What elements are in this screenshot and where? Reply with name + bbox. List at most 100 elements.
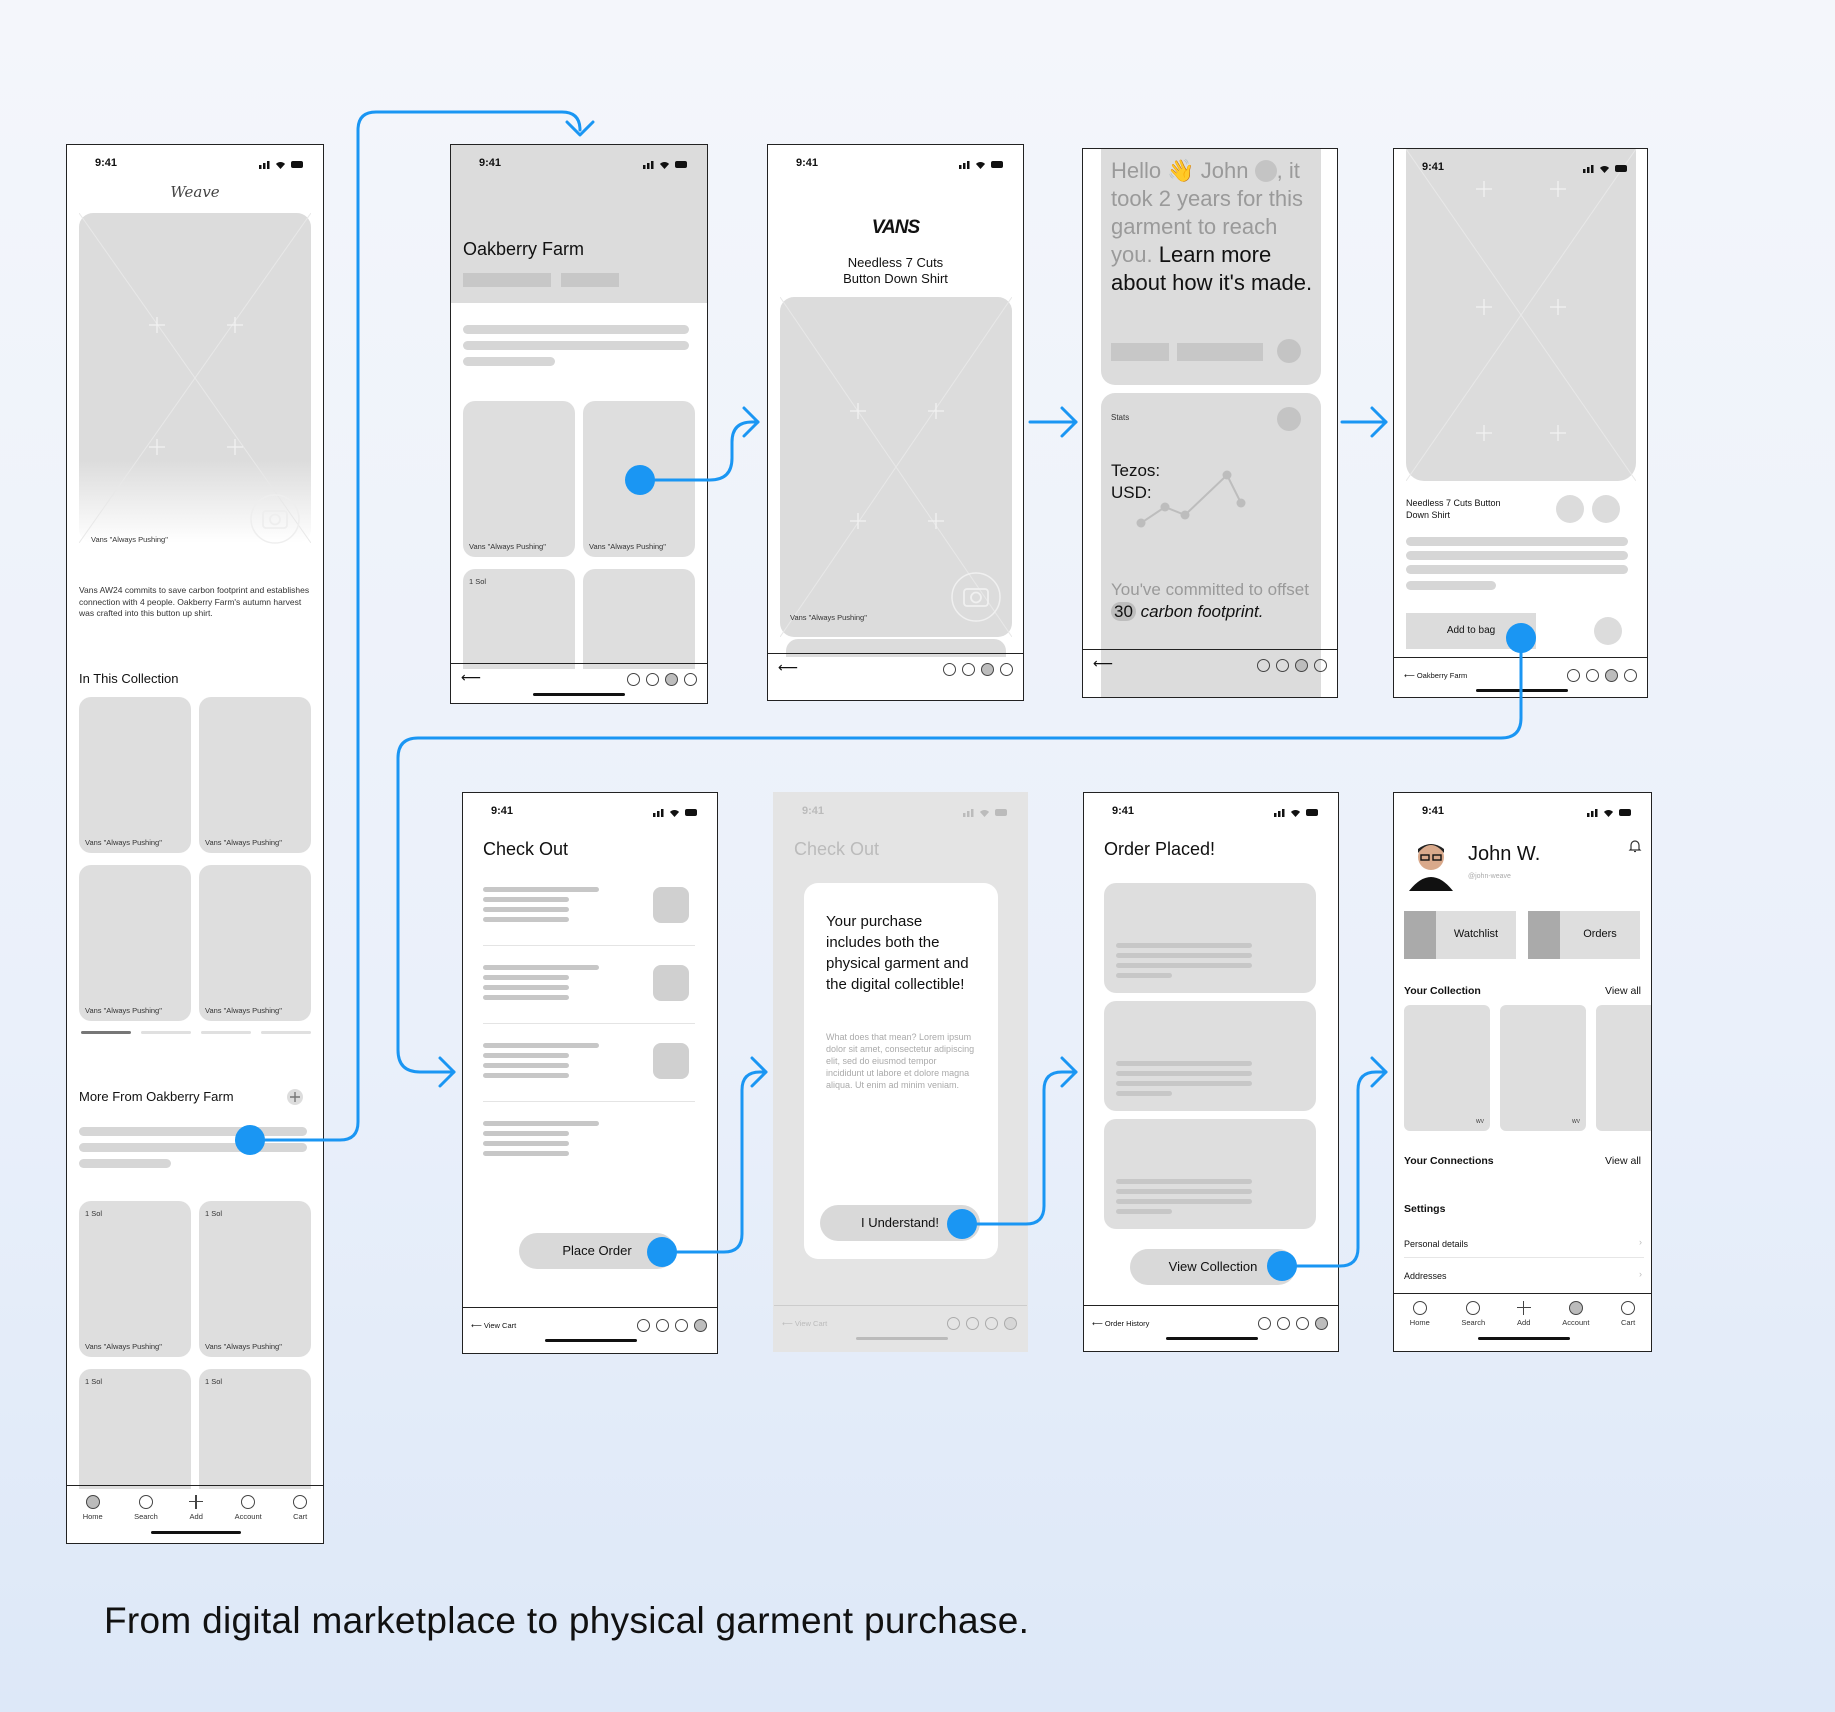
- view-all-collection-link[interactable]: View all: [1605, 985, 1641, 997]
- your-connections-heading: Your Connections: [1404, 1155, 1494, 1167]
- product-name: Needless 7 Cuts Button Down Shirt: [1406, 498, 1501, 520]
- collection-thumbnail[interactable]: [1596, 1005, 1651, 1131]
- tab-cart[interactable]: Cart: [1621, 1301, 1635, 1327]
- stats-label: Stats: [1111, 413, 1130, 422]
- add-to-bag-button[interactable]: Add to bag: [1406, 613, 1536, 649]
- back-arrow-icon[interactable]: ⟵: [1093, 655, 1114, 671]
- tab-account[interactable]: Account: [1562, 1301, 1589, 1327]
- product-card[interactable]: Vans "Always Pushing": [583, 401, 695, 557]
- view-all-connections-link[interactable]: View all: [1605, 1155, 1641, 1167]
- back-arrow-icon: ⟵: [1404, 671, 1417, 680]
- orders-swatch: [1528, 911, 1560, 959]
- tezos-label: Tezos:: [1111, 461, 1161, 480]
- image-placeholder-icon: [1406, 149, 1636, 481]
- product-image-placeholder[interactable]: [1406, 149, 1636, 481]
- step-indicator: [637, 1319, 707, 1332]
- product-title-line2: Button Down Shirt: [843, 271, 948, 286]
- back-link[interactable]: ⟵ View Cart: [782, 1319, 828, 1328]
- watchlist-button[interactable]: Watchlist: [1404, 911, 1516, 959]
- signal-wifi-battery-icon: [1274, 809, 1318, 817]
- collection-description: Vans AW24 commits to save carbon footpri…: [79, 585, 310, 618]
- action-circle[interactable]: [1277, 339, 1301, 363]
- cart-item-row[interactable]: [483, 1043, 695, 1102]
- settings-row-personal-details[interactable]: Personal details ›: [1404, 1233, 1644, 1258]
- hero-image-placeholder[interactable]: Vans "Always Pushing": [79, 213, 311, 545]
- step-indicator: [943, 663, 1013, 676]
- arrowhead-icon: [750, 1056, 768, 1088]
- price-line-chart: [1136, 470, 1246, 528]
- favorite-circle[interactable]: [1594, 617, 1622, 645]
- collection-card[interactable]: Vans "Always Pushing": [79, 697, 191, 853]
- collection-card[interactable]: Vans "Always Pushing": [199, 697, 311, 853]
- option-circle[interactable]: [1556, 495, 1584, 523]
- text-placeholder-line: [1406, 551, 1628, 560]
- search-icon: [138, 1495, 153, 1509]
- understand-button[interactable]: I Understand!: [820, 1205, 980, 1241]
- tab-account[interactable]: Account: [235, 1495, 262, 1521]
- collection-thumbnail[interactable]: WV: [1500, 1005, 1586, 1131]
- camera-icon[interactable]: [950, 571, 1002, 623]
- product-image-placeholder[interactable]: Vans "Always Pushing": [780, 297, 1012, 637]
- text-placeholder-line: [463, 341, 689, 350]
- screen-checkout-modal: 9:41 Check Out Your purchase includes bo…: [773, 792, 1028, 1352]
- step-indicator: [1258, 1317, 1328, 1330]
- tab-home[interactable]: Home: [83, 1495, 103, 1521]
- tab-cart[interactable]: Cart: [293, 1495, 307, 1521]
- cart-icon: [1621, 1301, 1636, 1315]
- product-card[interactable]: 1 Sol: [199, 1369, 311, 1489]
- order-card[interactable]: [1104, 1119, 1316, 1229]
- option-circle[interactable]: [1592, 495, 1620, 523]
- cart-item-row[interactable]: [483, 887, 695, 946]
- avatar-placeholder: [1254, 160, 1277, 182]
- plus-icon: [189, 1495, 204, 1509]
- back-link[interactable]: ⟵ Order History: [1092, 1319, 1150, 1328]
- back-link[interactable]: ⟵ Oakberry Farm: [1404, 671, 1468, 680]
- add-circle-icon[interactable]: [286, 1088, 304, 1106]
- stats-card: [1101, 393, 1321, 697]
- status-time: 9:41: [491, 805, 514, 817]
- status-bar: 9:41: [1394, 149, 1647, 185]
- view-collection-button[interactable]: View Collection: [1130, 1249, 1296, 1285]
- tab-search[interactable]: Search: [1461, 1301, 1485, 1327]
- product-card[interactable]: 1 Sol: [79, 1369, 191, 1489]
- signal-wifi-battery-icon: [1583, 165, 1627, 173]
- screen-home: 9:41 Weave Vans "Always Pushing" Vans AW…: [66, 144, 324, 1544]
- tab-add[interactable]: Add: [1516, 1301, 1531, 1327]
- product-card[interactable]: Vans "Always Pushing": [463, 401, 575, 557]
- cart-item-row[interactable]: [483, 965, 695, 1024]
- orders-button[interactable]: Orders: [1528, 911, 1640, 959]
- product-card[interactable]: [583, 569, 695, 669]
- collection-thumbnail[interactable]: WV: [1404, 1005, 1490, 1131]
- settings-row-addresses[interactable]: Addresses ›: [1404, 1269, 1642, 1281]
- status-bar: 9:41: [451, 145, 707, 181]
- tabbar-divider: [1394, 1293, 1651, 1294]
- collection-card[interactable]: Vans "Always Pushing": [199, 865, 311, 1021]
- back-link[interactable]: ⟵ View Cart: [471, 1321, 517, 1330]
- plus-icon: [1516, 1301, 1531, 1315]
- order-card[interactable]: [1104, 1001, 1316, 1111]
- order-card[interactable]: [1104, 883, 1316, 993]
- tab-add[interactable]: Add: [189, 1495, 204, 1521]
- back-arrow-icon[interactable]: ⟵: [778, 659, 799, 675]
- signal-wifi-battery-icon: [259, 161, 303, 169]
- product-card[interactable]: 1 Sol: [463, 569, 575, 669]
- toolbar-divider: [1394, 657, 1647, 658]
- arrowhead-icon: [1060, 1056, 1078, 1088]
- collection-card[interactable]: Vans "Always Pushing": [79, 865, 191, 1021]
- notification-bell-icon[interactable]: [1628, 839, 1642, 853]
- home-indicator: [1166, 1337, 1258, 1340]
- tab-home[interactable]: Home: [1410, 1301, 1430, 1327]
- place-order-button[interactable]: Place Order: [519, 1233, 675, 1269]
- diagram-caption: From digital marketplace to physical gar…: [104, 1600, 1030, 1641]
- home-icon: [1412, 1301, 1427, 1315]
- stats-circle[interactable]: [1277, 407, 1301, 431]
- tab-bar: Home Search Add Account Cart: [67, 1495, 323, 1521]
- committed-number: 30: [1111, 602, 1136, 621]
- tab-search[interactable]: Search: [134, 1495, 158, 1521]
- avatar[interactable]: [1406, 837, 1456, 891]
- camera-icon[interactable]: [249, 493, 301, 545]
- back-arrow-icon[interactable]: ⟵: [461, 669, 482, 685]
- arrowhead-icon: [438, 1056, 456, 1088]
